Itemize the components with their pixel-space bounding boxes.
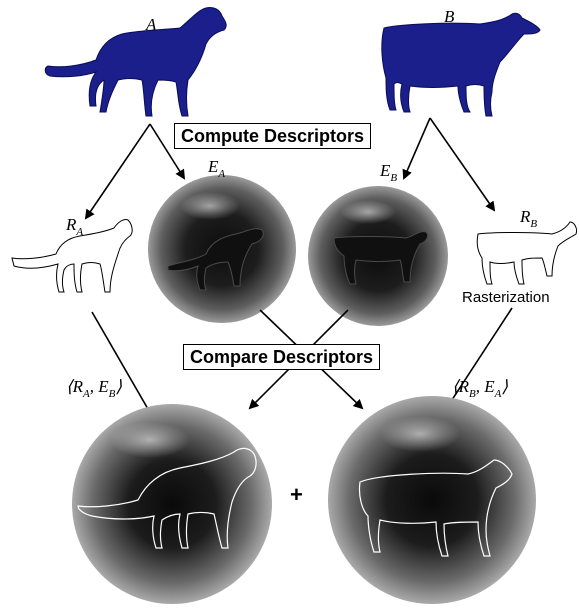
raster-rb (476, 221, 577, 285)
arrow-a-to-ra (84, 123, 151, 220)
descriptor-ea-label: EA (207, 157, 225, 180)
raster-rb-label: RB (519, 207, 537, 230)
raster-ra (11, 219, 133, 293)
comparison-disc-right (328, 396, 536, 604)
model-a-label: A (145, 15, 157, 34)
comparison-disc-left (72, 404, 272, 604)
arrow-b-to-rb (429, 117, 496, 212)
descriptor-disc-eb (308, 186, 448, 326)
cow-model-b (381, 12, 541, 117)
compare-descriptors-label: Compare Descriptors (183, 344, 381, 370)
model-b-label: B (444, 7, 455, 26)
raster-ra-label: RA (65, 215, 83, 238)
descriptor-disc-ea (148, 175, 296, 323)
comparison-right-label: ⟨RB, EA⟩ (452, 377, 508, 400)
dog-model-a (44, 7, 227, 117)
arrow-a-to-ea (149, 123, 186, 180)
compute-descriptors-label: Compute Descriptors (174, 123, 372, 149)
arrows-compute (84, 117, 496, 220)
rasterization-label: Rasterization (462, 289, 550, 306)
comparison-left-label: ⟨RA, EB⟩ (66, 377, 122, 400)
descriptor-eb-label: EB (379, 161, 397, 184)
plus-sign: + (290, 482, 303, 507)
arrow-b-to-eb (402, 117, 431, 180)
